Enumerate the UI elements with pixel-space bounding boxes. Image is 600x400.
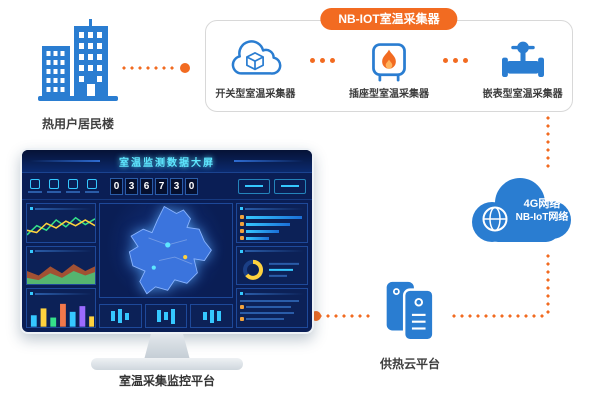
cloud-cube-icon bbox=[232, 40, 282, 75]
cloud-platform-group: 供热云平台 bbox=[372, 276, 448, 372]
building-group: 热用户居民楼 bbox=[32, 18, 124, 132]
network-labels: 4G网络 NB-IoT网络 bbox=[508, 197, 576, 225]
collector-item-meter: 嵌表型室温采集器 bbox=[473, 40, 572, 100]
junction-dot-left bbox=[180, 63, 190, 73]
building-label: 热用户居民楼 bbox=[41, 117, 114, 131]
dashboard-area-chart bbox=[26, 245, 96, 286]
cloud-platform-label: 供热云平台 bbox=[379, 357, 440, 371]
dashboard-donut-chart bbox=[236, 245, 308, 286]
dashboard-stat-item bbox=[47, 179, 61, 193]
dashboard-chips bbox=[203, 178, 306, 194]
network-line2: NB-IoT网络 bbox=[515, 212, 569, 223]
collector-item-switch: 开关型室温采集器 bbox=[206, 40, 305, 100]
valve-meter-icon bbox=[501, 41, 544, 77]
dashboard-ranking-list bbox=[236, 203, 308, 243]
server-icon bbox=[386, 281, 435, 342]
dashboard-bar-chart bbox=[26, 288, 96, 329]
connector-building-collectors bbox=[122, 66, 178, 70]
collectors-container: NB-IOT室温采集器 开关型室温采集器 插座型室温采集器 bbox=[205, 8, 573, 112]
ellipsis-dots bbox=[443, 57, 469, 63]
globe-icon bbox=[482, 206, 508, 232]
counter-digit: 0 bbox=[110, 177, 123, 195]
dashboard-stat-item bbox=[85, 179, 99, 193]
network-line1: 4G网络 bbox=[523, 198, 561, 210]
boiler-flame-icon bbox=[372, 43, 406, 82]
connector-monitor-server bbox=[318, 314, 370, 318]
dashboard-header: 室温监测数据大屏 bbox=[22, 150, 312, 173]
ellipsis-dots bbox=[309, 57, 335, 63]
monitor-stand bbox=[144, 334, 190, 360]
cloud-shape bbox=[472, 178, 571, 242]
dashboard-line-chart bbox=[26, 203, 96, 243]
dashboard-right-column bbox=[236, 203, 308, 329]
network-cloud: 4G网络 NB-IoT网络 bbox=[462, 170, 580, 252]
dashboard-detail-list bbox=[236, 288, 308, 329]
monitor-base bbox=[91, 358, 243, 370]
dashboard-center-column bbox=[99, 203, 234, 328]
counter-digit: 7 bbox=[155, 177, 168, 195]
collector-label: 开关型室温采集器 bbox=[215, 89, 296, 100]
collector-label: 嵌表型室温采集器 bbox=[482, 89, 563, 100]
counter-digit: 3 bbox=[125, 177, 138, 195]
dashboard-left-column bbox=[26, 203, 96, 329]
dashboard-body bbox=[22, 200, 312, 332]
collector-label: 插座型室温采集器 bbox=[349, 89, 429, 100]
dashboard-map bbox=[99, 203, 233, 298]
connector-network-server-v bbox=[546, 254, 550, 316]
counter-digit: 6 bbox=[140, 177, 153, 195]
connector-network-server-h bbox=[452, 314, 548, 318]
dashboard-counter: 0 3 6 7 3 0 bbox=[110, 177, 198, 195]
building-icon bbox=[38, 19, 118, 101]
dashboard-footer-stats bbox=[99, 304, 234, 328]
collectors-badge: NB-IOT室温采集器 bbox=[320, 8, 458, 30]
monitor-screen: 室温监测数据大屏 0 3 6 7 3 0 bbox=[20, 148, 314, 334]
dashboard-stat-item bbox=[66, 179, 80, 193]
dashboard-stat-item bbox=[28, 179, 42, 193]
connector-collectors-network bbox=[546, 116, 550, 168]
junction-dot-monitor bbox=[311, 311, 321, 321]
counter-digit: 3 bbox=[170, 177, 183, 195]
dashboard-title: 室温监测数据大屏 bbox=[119, 157, 215, 169]
monitor-label: 室温采集监控平台 bbox=[118, 374, 215, 388]
dashboard-stat-row: 0 3 6 7 3 0 bbox=[22, 173, 312, 200]
monitor: 室温监测数据大屏 0 3 6 7 3 0 bbox=[20, 148, 314, 392]
counter-digit: 0 bbox=[185, 177, 198, 195]
collector-item-socket: 插座型室温采集器 bbox=[340, 40, 439, 100]
